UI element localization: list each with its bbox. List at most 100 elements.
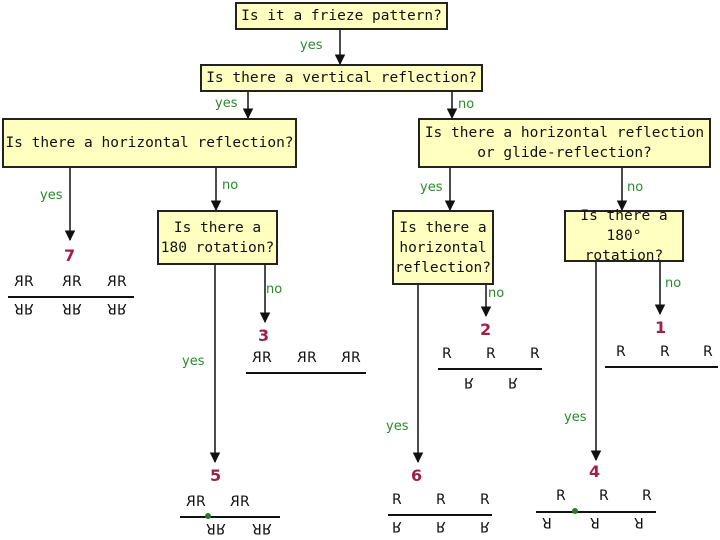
pattern-1-r: R (703, 344, 713, 360)
pattern-glyph: R (464, 374, 474, 390)
pattern-3-r: R (351, 350, 361, 366)
pattern-7-r: R (24, 274, 34, 290)
pattern-glyph: R (508, 374, 518, 390)
pattern-glyph: R (117, 300, 127, 316)
pattern-5-mirrored-r: R (186, 494, 196, 510)
pattern-2-axis (438, 368, 542, 370)
pattern-glyph: R (206, 520, 216, 536)
question-horizontal-or-glide-line2: or glide-reflection? (477, 145, 652, 161)
pattern-6-r: R (392, 492, 402, 508)
label-no-vertical: no (458, 97, 475, 112)
pattern-3-axis (246, 372, 366, 374)
pattern-7-mirrored-r: R (62, 274, 72, 290)
pattern-6-axis (388, 514, 492, 516)
question-frieze: Is it a frieze pattern? (235, 2, 448, 30)
type-number-7: 7 (64, 246, 76, 265)
pattern-4-rotated-r: R (590, 514, 600, 530)
pattern-4-rotated-r: R (634, 514, 644, 530)
pattern-3-mirrored-r: R (252, 350, 262, 366)
question-rotation-a: Is there a 180 rotation? (157, 210, 278, 265)
question-rotation-b-line2: 180° rotation? (584, 228, 664, 264)
question-horizontal-or-glide: Is there a horizontal reflection or glid… (418, 118, 711, 168)
label-yes-horizontal: yes (40, 188, 63, 203)
pattern-5-r: R (240, 494, 250, 510)
label-yes-vertical: yes (215, 96, 238, 111)
pattern-3-mirrored-r: R (297, 350, 307, 366)
label-yes-rotation-b: yes (564, 410, 587, 425)
label-no-horizontal-b: no (488, 286, 505, 301)
pattern-glyph: R (62, 300, 72, 316)
pattern-glyph: R (590, 514, 600, 530)
question-horizontal-b-line3: reflection? (394, 259, 492, 276)
pattern-glyph: R (72, 300, 82, 316)
question-rotation-a-line2: 180 rotation? (160, 239, 275, 256)
pattern-6-r: R (480, 492, 490, 508)
pattern-6-flipped-r: R (436, 518, 446, 534)
question-horizontal-b: Is there a horizontal reflection? (392, 210, 494, 285)
pattern-glyph: R (341, 350, 351, 366)
label-yes-rotation-a: yes (182, 354, 205, 369)
label-no-rotation-b: no (665, 276, 682, 291)
pattern-2-r: R (486, 346, 496, 362)
pattern-3-r: R (307, 350, 317, 366)
pattern-glyph: R (186, 494, 196, 510)
pattern-5-rotation-center (205, 513, 211, 519)
pattern-4-axis (536, 511, 656, 513)
pattern-2-flipped-r: R (464, 374, 474, 390)
pattern-7-r: R (72, 274, 82, 290)
pattern-7-mirrored-r: R (14, 274, 24, 290)
pattern-5-flipped-r: R (262, 520, 272, 536)
pattern-6-r: R (436, 492, 446, 508)
pattern-glyph: R (230, 494, 240, 510)
question-rotation-a-line1: Is there a (173, 219, 262, 236)
pattern-7-flipped-r: R (117, 300, 127, 316)
question-horizontal-b-line2: horizontal (399, 239, 487, 256)
pattern-3-mirrored-r: R (341, 350, 351, 366)
question-horizontal-b-line1: Is there a (399, 219, 487, 236)
pattern-glyph: R (436, 518, 446, 534)
label-no-glide: no (627, 180, 644, 195)
pattern-glyph: R (107, 274, 117, 290)
question-frieze-text: Is it a frieze pattern? (241, 8, 442, 24)
pattern-5-flipped-r: R (252, 520, 262, 536)
pattern-2-r: R (442, 346, 452, 362)
pattern-7-flipped-r: R (14, 300, 24, 316)
pattern-glyph: R (216, 520, 226, 536)
pattern-1-r: R (660, 344, 670, 360)
pattern-3-r: R (262, 350, 272, 366)
pattern-7-flipped-r: R (107, 300, 117, 316)
pattern-glyph: R (14, 274, 24, 290)
pattern-glyph: R (62, 274, 72, 290)
pattern-7-axis (8, 296, 134, 298)
pattern-1-axis (605, 366, 718, 368)
pattern-glyph: R (24, 300, 34, 316)
label-yes-frieze: yes (300, 38, 323, 53)
pattern-7-flipped-r: R (62, 300, 72, 316)
pattern-4-rotation-center (572, 508, 578, 514)
type-number-1: 1 (655, 318, 667, 337)
question-horizontal-left: Is there a horizontal reflection? (2, 118, 297, 168)
pattern-glyph: R (107, 300, 117, 316)
pattern-glyph: R (480, 518, 490, 534)
type-number-3: 3 (258, 326, 270, 345)
type-number-6: 6 (411, 466, 423, 485)
question-vertical-text: Is there a vertical reflection? (206, 70, 477, 86)
pattern-4-rotated-r: R (542, 514, 552, 530)
pattern-glyph: R (252, 350, 262, 366)
label-no-horizontal: no (222, 178, 239, 193)
pattern-glyph: R (542, 514, 552, 530)
pattern-glyph: R (262, 520, 272, 536)
pattern-4-r: R (556, 488, 566, 504)
question-horizontal-or-glide-line1: Is there a horizontal reflection (424, 125, 705, 141)
pattern-7-flipped-r: R (24, 300, 34, 316)
pattern-6-flipped-r: R (480, 518, 490, 534)
pattern-5-flipped-r: R (206, 520, 216, 536)
pattern-1-r: R (616, 344, 626, 360)
type-number-2: 2 (480, 320, 492, 339)
question-rotation-b: Is there a 180° rotation? (564, 208, 684, 264)
pattern-2-flipped-r: R (508, 374, 518, 390)
label-yes-horizontal-b: yes (386, 419, 409, 434)
pattern-7-mirrored-r: R (107, 274, 117, 290)
label-yes-glide: yes (420, 180, 443, 195)
